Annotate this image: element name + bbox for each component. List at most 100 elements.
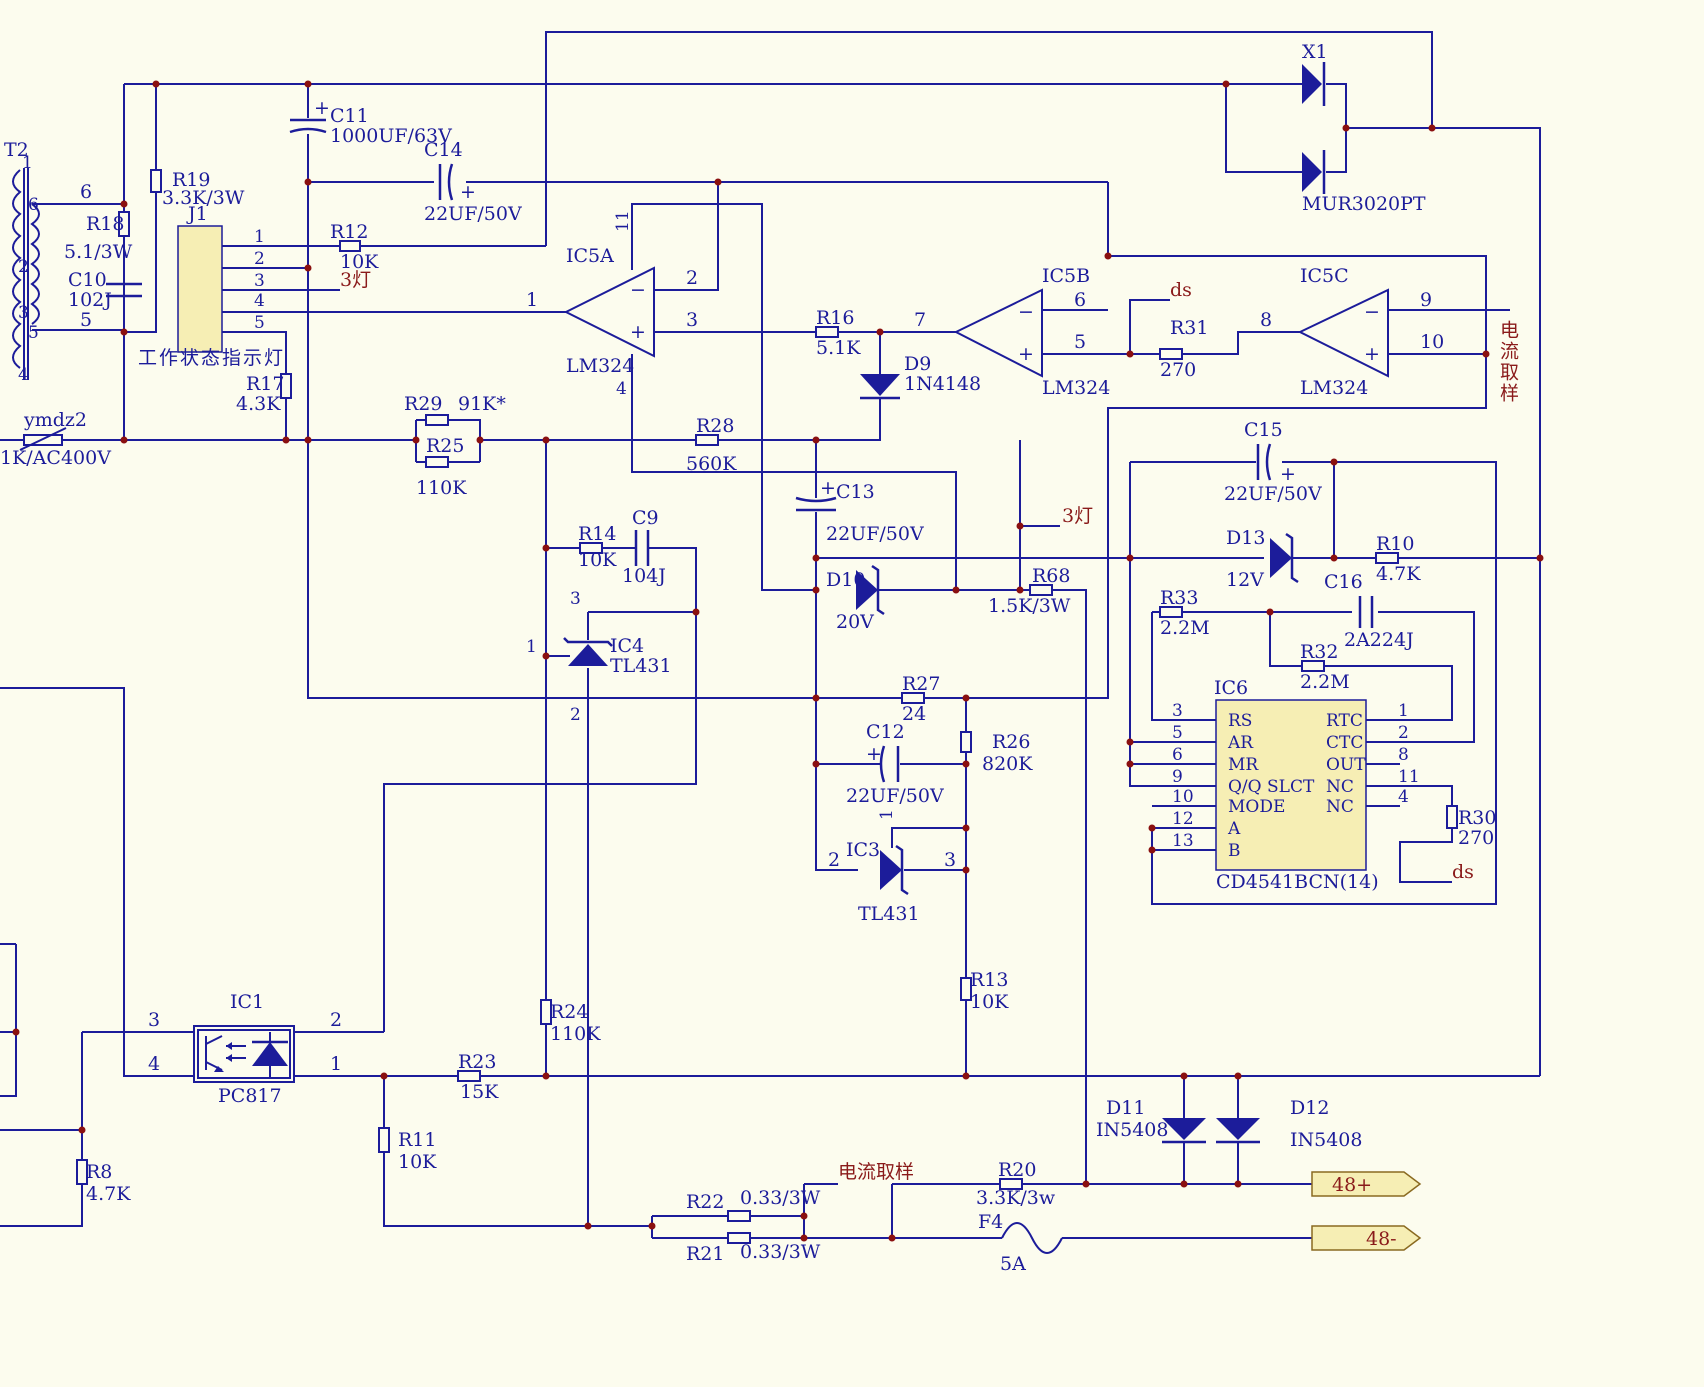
ic6-pin-name: A [1227, 819, 1241, 839]
t2-pin5: 5 [80, 309, 92, 331]
zener-d13: D13 12V [1226, 527, 1299, 591]
r24-value: 110K [550, 1023, 601, 1045]
resistor-r32: R32 2.2M [1300, 641, 1350, 693]
ic3-part: TL431 [858, 903, 920, 925]
ic5c-pin9: 9 [1420, 289, 1432, 311]
resistor-r68: R68 1.5K/3W [988, 565, 1071, 617]
resistor-r23: R23 15K [457, 1051, 499, 1103]
ic6-pin-number: 2 [1398, 723, 1409, 743]
r16-value: 5.1K [816, 337, 861, 359]
t2-pin5b: 5 [28, 323, 39, 343]
d10-value: 20V [836, 611, 874, 633]
r33-value: 2.2M [1160, 617, 1210, 639]
capacitor-c12: + C12 22UF/50V [846, 721, 944, 807]
d9-value: 1N4148 [904, 373, 981, 395]
ymdz2-label: ymdz2 [23, 409, 87, 431]
ic3-pin1: 1 [877, 809, 897, 820]
d11-label: D11 [1106, 1097, 1145, 1119]
r22-value: 0.33/3W [740, 1187, 821, 1209]
ic6-pin-name: AR [1227, 733, 1254, 753]
ic3-pin3: 3 [944, 849, 956, 871]
r68-label: R68 [1032, 565, 1070, 587]
terminal-48-neg: 48- [1311, 1225, 1422, 1251]
r25-label: R25 [426, 435, 464, 457]
capacitor-c9: C9 104J [622, 507, 666, 587]
r32-value: 2.2M [1300, 671, 1350, 693]
d12-label: D12 [1290, 1097, 1329, 1119]
r21-label: R21 [686, 1243, 724, 1265]
ic3-pin2: 2 [828, 849, 840, 871]
opamp-ic5c: − + IC5C LM324 8 9 10 [1260, 265, 1444, 399]
ic6-pin-number: 5 [1172, 723, 1183, 743]
t2-pin1: 1 [22, 153, 33, 173]
ic5a-pin1: 1 [526, 289, 538, 311]
ic6-pin-name: NC [1326, 777, 1354, 797]
c12-plus: + [866, 743, 882, 765]
ic5c-part: LM324 [1300, 377, 1368, 399]
regulator-ic3: IC3 TL431 1 2 3 [828, 809, 956, 925]
ic6-pin-name: RTC [1326, 711, 1363, 731]
c10-value: 102J [68, 289, 112, 311]
r22-label: R22 [686, 1191, 724, 1213]
current-sense-label: 电流取样 [838, 1161, 914, 1183]
ic3-label: IC3 [846, 839, 880, 861]
r14-label: R14 [578, 523, 616, 545]
resistor-r18: R18 5.1/3W [64, 211, 133, 282]
terminal-48-pos: 48+ [1311, 1171, 1422, 1197]
j1-pin2: 2 [254, 249, 265, 269]
ic6-pin-number: 10 [1172, 787, 1194, 807]
r29-label: R29 [404, 393, 442, 415]
r68-value: 1.5K/3W [988, 595, 1071, 617]
ic1-pin1: 1 [330, 1053, 342, 1075]
ic6-pin-name: RS [1228, 711, 1252, 731]
x1-part: MUR3020PT [1302, 193, 1426, 215]
r30-label: R30 [1458, 807, 1496, 829]
r31-label: R31 [1170, 317, 1208, 339]
r8-label: R8 [86, 1161, 112, 1183]
r10-value: 4.7K [1376, 563, 1421, 585]
ic1-pin4: 4 [148, 1053, 160, 1075]
r27-value: 24 [902, 703, 926, 725]
r10-label: R10 [1376, 533, 1414, 555]
ic5a-pin3: 3 [686, 309, 698, 331]
capacitor-c14: + C14 22UF/50V [424, 139, 522, 225]
ic1-label: IC1 [230, 991, 264, 1013]
ic6-pin-number: 8 [1398, 745, 1409, 765]
diode-d9: D9 1N4148 [860, 353, 981, 400]
lamp3-label-b: 3灯 [1062, 505, 1093, 527]
ic6-pin-name: OUT [1326, 755, 1366, 775]
f4-value: 5A [1000, 1253, 1026, 1275]
resistor-r13: R13 10K [960, 969, 1009, 1013]
resistor-r10: R10 4.7K [1375, 533, 1421, 585]
transformer-t2: T2 1 6 2 3 5 4 6 5 [4, 139, 92, 385]
resistor-r33: R33 2.2M [1159, 587, 1210, 639]
r30-value: 270 [1458, 827, 1494, 849]
opamp-ic5b: − + IC5B LM324 6 7 5 [914, 265, 1110, 399]
d13-label: D13 [1226, 527, 1265, 549]
resistor-r28: R28 560K [686, 415, 737, 475]
ic6-pin-number: 11 [1398, 767, 1420, 787]
r28-value: 560K [686, 453, 737, 475]
ic5a-plus: + [630, 321, 646, 343]
t2-pin2: 2 [18, 257, 29, 277]
c11-label: C11 [330, 105, 369, 127]
diode-d11: D11 IN5408 [1096, 1097, 1206, 1144]
resistor-r16: R16 5.1K [815, 307, 861, 359]
r27-label: R27 [902, 673, 940, 695]
ic4-label: IC4 [610, 635, 644, 657]
r24-label: R24 [550, 1001, 588, 1023]
ic5c-pin8: 8 [1260, 309, 1272, 331]
r23-value: 15K [460, 1081, 499, 1103]
ic6-pin-name: MR [1228, 755, 1259, 775]
resistor-r12: R12 10K 3灯 [330, 221, 379, 291]
r26-label: R26 [992, 731, 1030, 753]
ic6-pin-number: 12 [1172, 809, 1194, 829]
t2-pin6b: 6 [28, 195, 39, 215]
r20-value: 3.3K/3w [976, 1187, 1056, 1209]
ic6-pin-number: 9 [1172, 767, 1183, 787]
c14-plus: + [460, 181, 476, 203]
